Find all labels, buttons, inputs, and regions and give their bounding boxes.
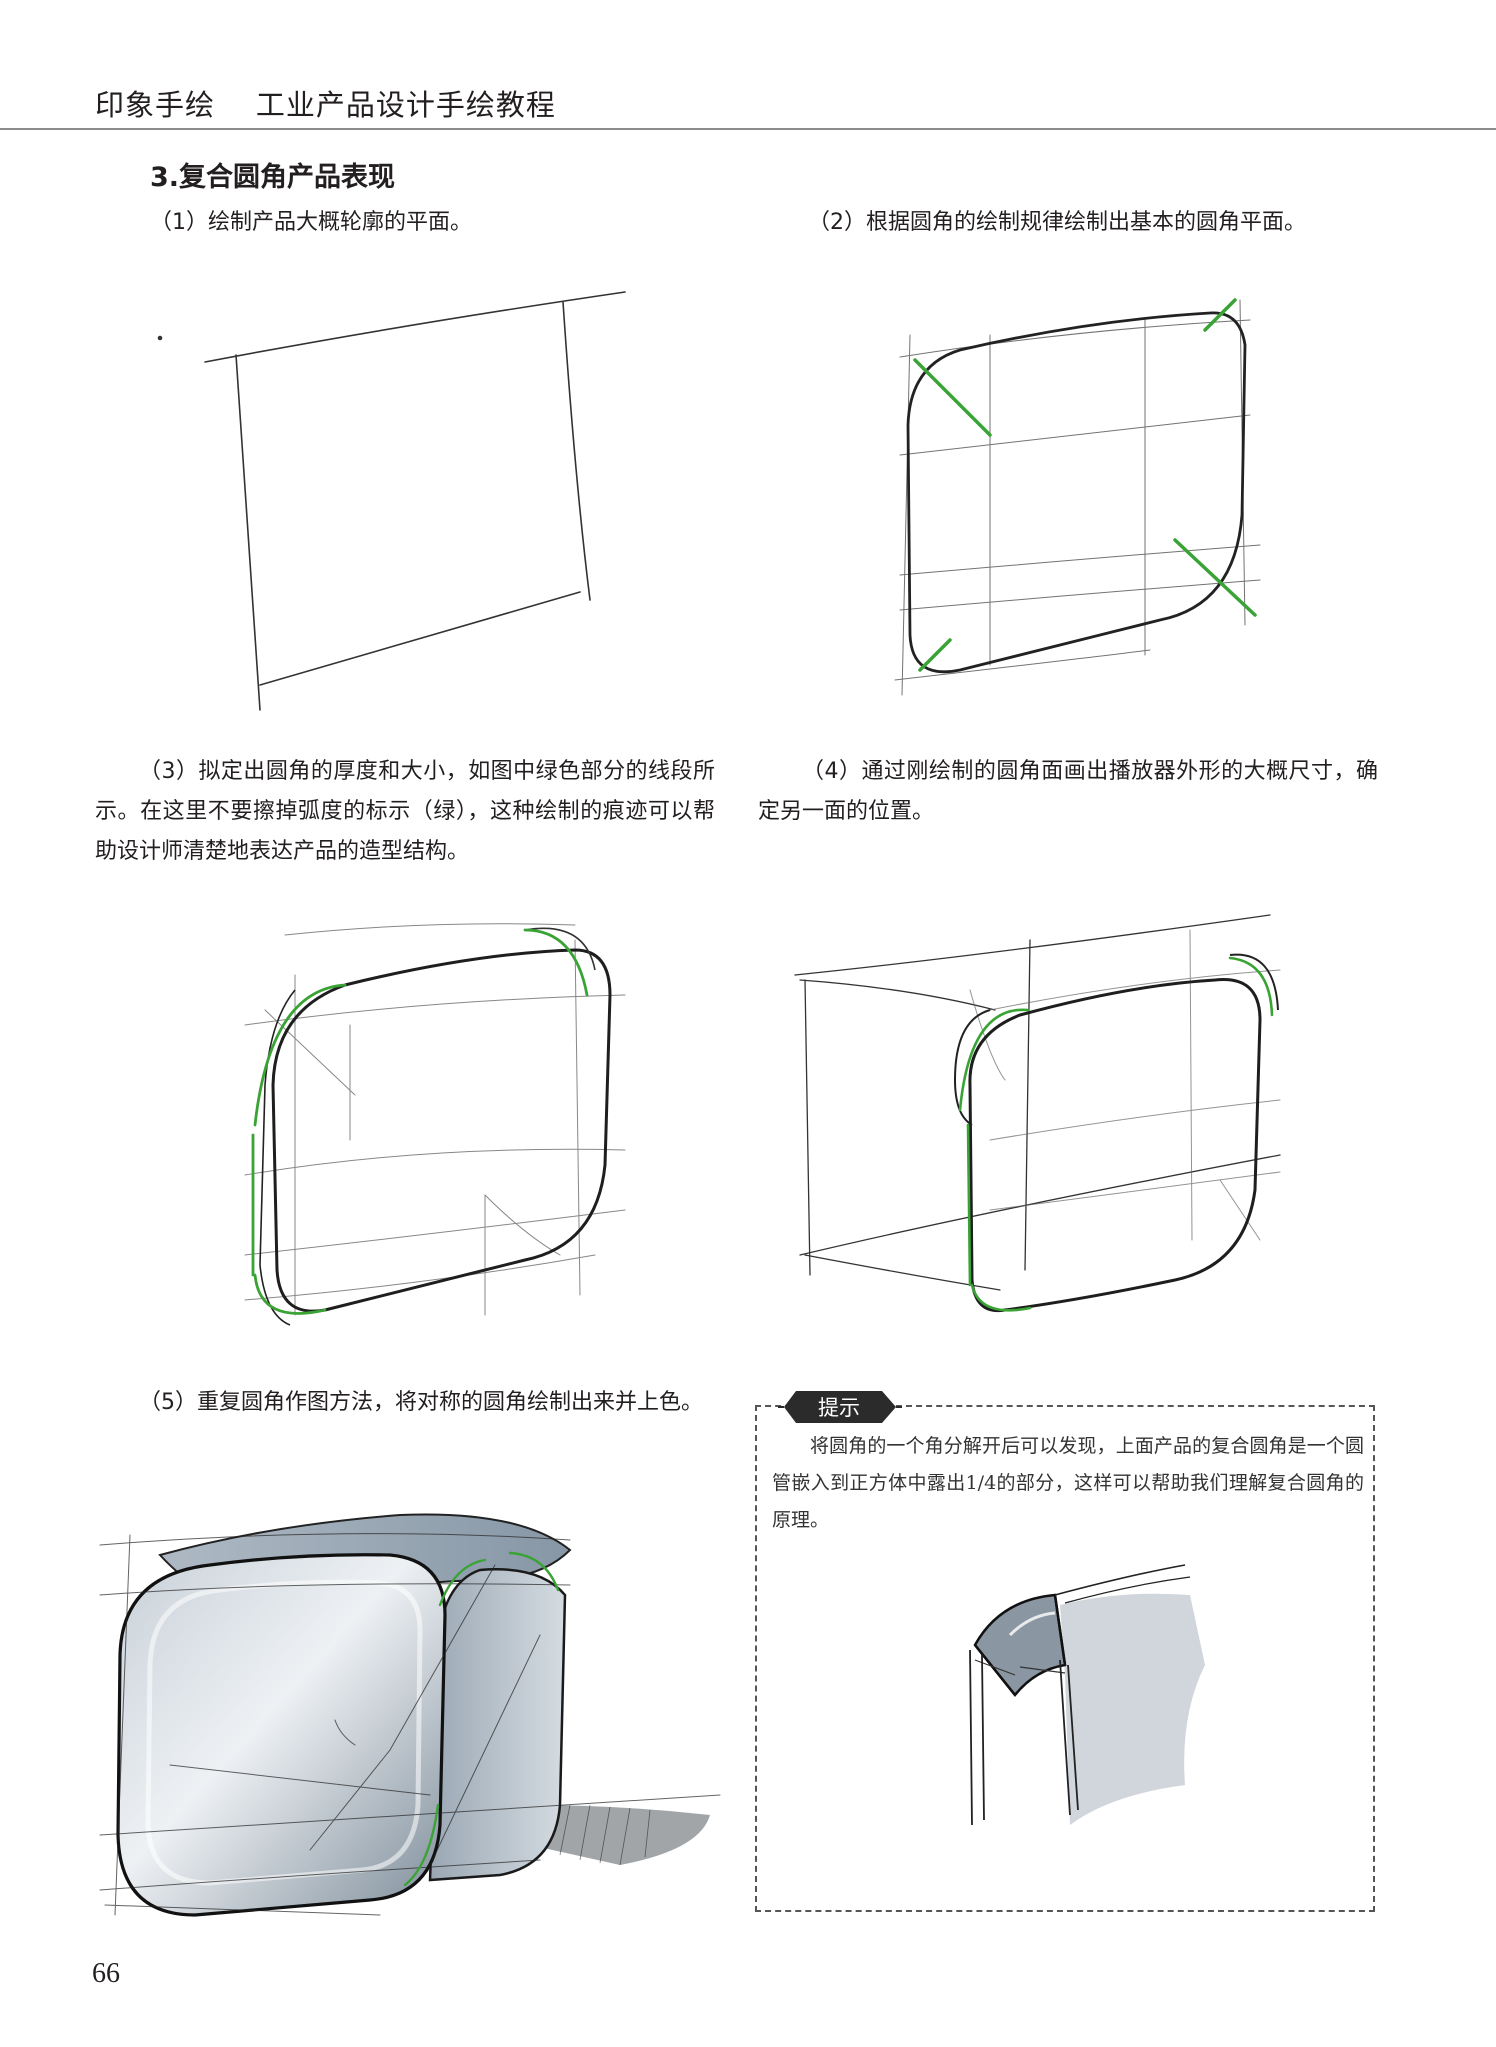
step-4-caption: （4）通过刚绘制的圆角面画出播放器外形的大概尺寸，确定另一面的位置。 [758, 752, 1378, 832]
sketch-2-rounded-plane [894, 298, 1261, 696]
step-4-text: 通过刚绘制的圆角面画出播放器外形的大概尺寸，确定另一面的位置。 [758, 759, 1378, 824]
step-3-number: （3） [139, 759, 199, 784]
step-1-number: （1） [150, 210, 208, 235]
step-4-number: （4） [802, 759, 862, 784]
header-rule [0, 128, 1496, 130]
step-5-caption: （5）重复圆角作图方法，将对称的圆角绘制出来并上色。 [95, 1383, 715, 1423]
book-title: 工业产品设计手绘教程 [255, 88, 556, 122]
step-1-text: 绘制产品大概轮廓的平面。 [208, 210, 473, 235]
step-2-text: 根据圆角的绘制规律绘制出基本的圆角平面。 [866, 210, 1307, 235]
book-series: 印象手绘 [95, 88, 216, 122]
step-3-text: 拟定出圆角的厚度和大小，如图中绿色部分的线段所示。在这里不要擦掉弧度的标示（绿）… [95, 759, 715, 864]
step-5-number: （5） [139, 1390, 197, 1415]
tip-label: 提示 [818, 1396, 860, 1420]
section-title: 3.复合圆角产品表现 [150, 162, 396, 193]
step-1-caption: （1）绘制产品大概轮廓的平面。 [150, 203, 472, 243]
sketch-3-corner-thickness [244, 923, 626, 1326]
step-2-number: （2） [808, 210, 866, 235]
sketch-5-colored-rendering [99, 1513, 721, 1917]
tip-quarter-pipe-sketch [969, 1564, 1205, 1826]
tip-box [755, 1405, 1375, 1912]
step-5-text: 重复圆角作图方法，将对称的圆角绘制出来并上色。 [197, 1390, 704, 1415]
running-header: 印象手绘 工业产品设计手绘教程 [95, 82, 556, 124]
step-3-caption: （3）拟定出圆角的厚度和大小，如图中绿色部分的线段所示。在这里不要擦掉弧度的标示… [95, 752, 715, 872]
page-number: 66 [92, 1958, 120, 1989]
sketch-4-cube-outline [794, 914, 1281, 1313]
step-2-caption: （2）根据圆角的绘制规律绘制出基本的圆角平面。 [808, 203, 1306, 243]
tip-text: 将圆角的一个角分解开后可以发现，上面产品的复合圆角是一个圆管嵌入到正方体中露出1… [772, 1435, 1364, 1531]
page-header: 印象手绘 工业产品设计手绘教程 [0, 0, 1496, 130]
sketch-1-outline-plane [157, 291, 626, 711]
tip-label-badge: 提示 [778, 1391, 902, 1423]
